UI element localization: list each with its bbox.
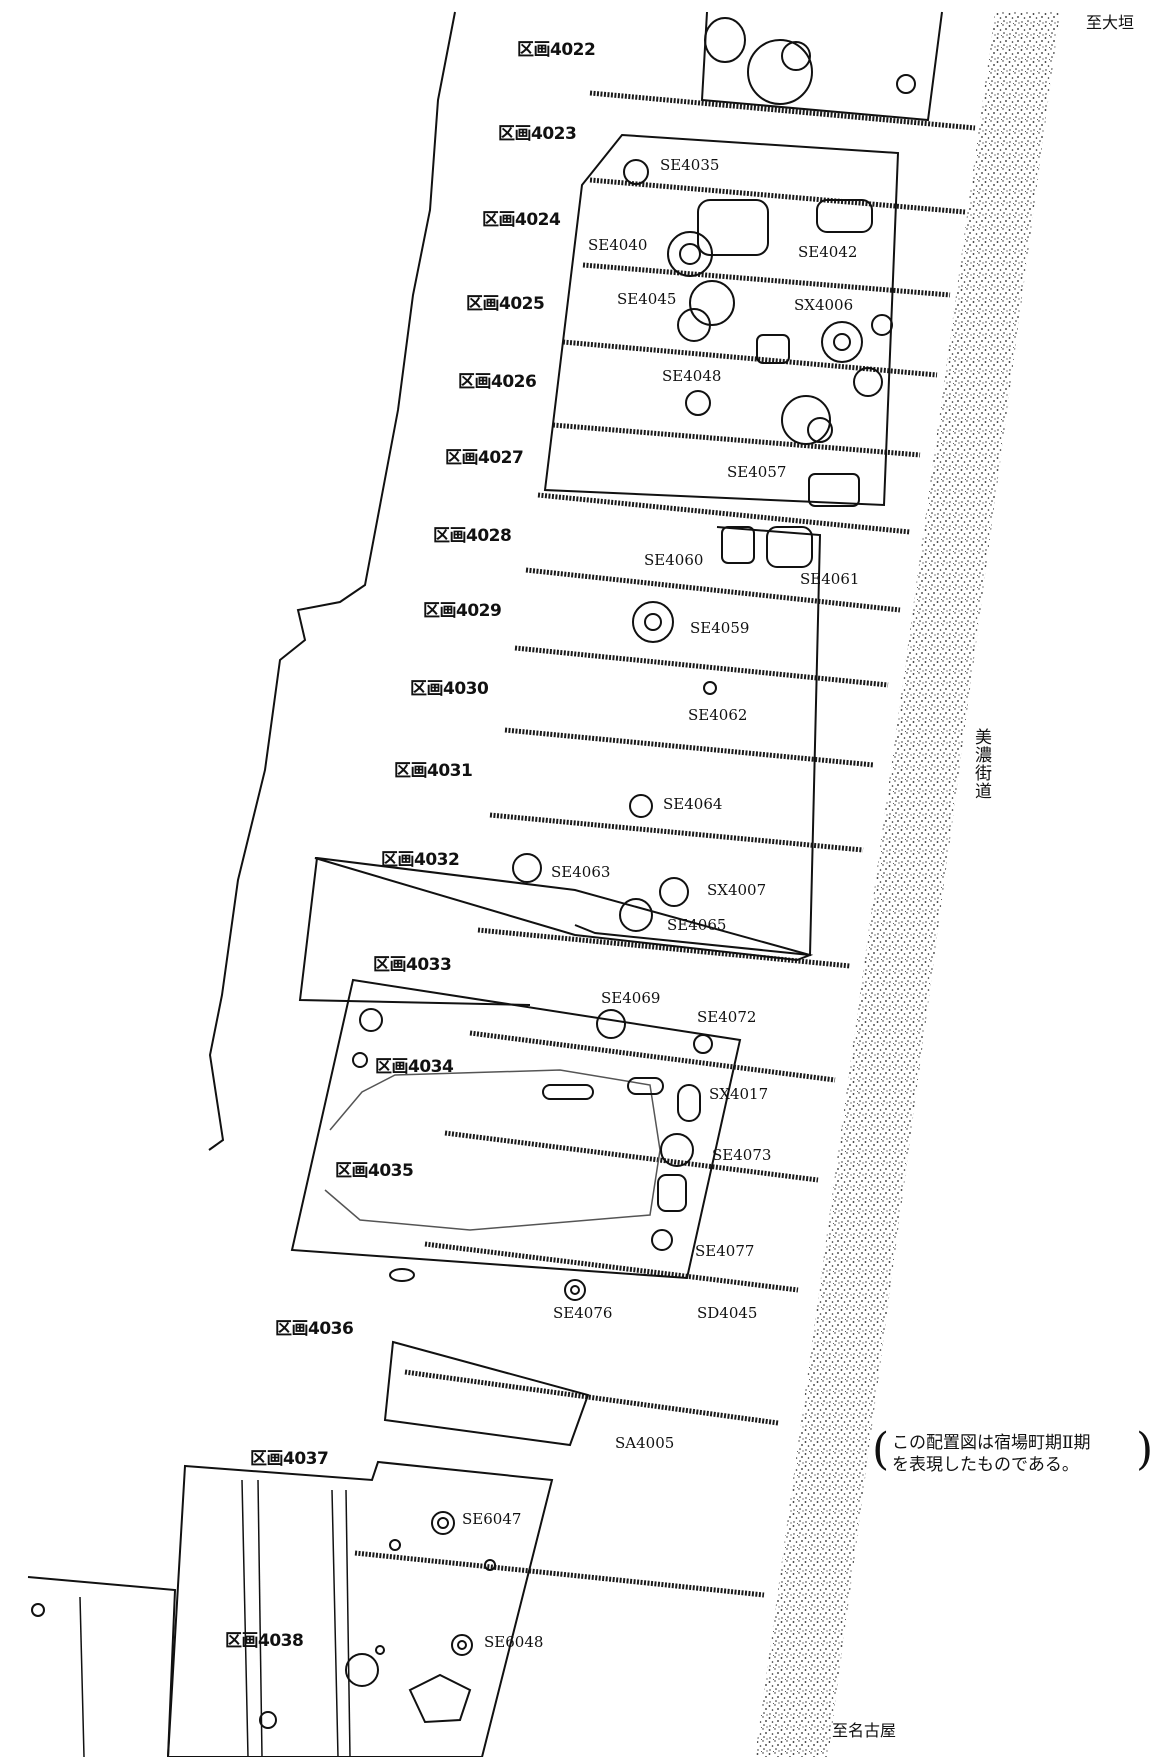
drainage-channel [324,1069,661,1231]
excavation-area-4033-4035 [290,978,742,1280]
section-label: 区画4025 [466,294,545,314]
excavation-area-4028-4031 [574,526,822,957]
feature-label: SE4040 [588,236,648,254]
feature-label: SE4064 [663,795,723,813]
note-line-2: を表現したものである。 [892,1455,1079,1475]
well-channel-e [79,1596,85,1757]
destination-north-label: 至大垣 [1086,13,1135,32]
feature-label: SE4077 [695,1242,755,1260]
feature-label: SE4063 [551,863,611,881]
section-label: 区画4027 [445,448,524,468]
excavation-area-west-corner [27,1576,177,1757]
excavation-area-4022 [700,11,943,122]
section-label: 区画4026 [458,372,537,392]
feature-label: SE4073 [712,1146,772,1164]
feature-label: SD4045 [697,1304,758,1322]
feature-label: SX4017 [709,1085,769,1103]
section-label: 区画4024 [482,210,561,230]
feature-label: SE4042 [798,243,858,261]
mino-kaido-road [755,12,1060,1757]
section-label: 区画4032 [381,850,460,870]
feature-label: SE4059 [690,619,750,637]
feature-label: SX4007 [707,881,767,899]
section-label: 区画4029 [423,601,502,621]
feature-label: SE6048 [484,1633,544,1651]
feature-label: SE4065 [667,916,727,934]
feature-label: SE4061 [800,570,860,588]
road-label: 美濃街道 [971,728,991,800]
feature-label: SE4057 [727,463,787,481]
destination-south-label: 至名古屋 [832,1721,897,1740]
section-label: 区画4022 [517,40,596,60]
well-channel-a [241,1479,249,1757]
feature-label: SE4076 [553,1304,613,1322]
section-label: 区画4034 [375,1057,454,1077]
lot-boundary-lines [354,90,976,1598]
note-open-paren: ( [872,1424,890,1475]
excavation-area-4032-west [298,857,531,1006]
excavation-area-4023-4027 [543,133,900,507]
excavation-area-4036 [383,1340,590,1447]
section-label: 区画4038 [225,1631,304,1651]
section-label: 区画4031 [394,761,473,781]
section-label: 区画4028 [433,526,512,546]
pit-features [31,17,916,1729]
feature-label: SE6047 [462,1510,522,1528]
feature-label: SE4045 [617,290,677,308]
excavation-area-4037-4038 [166,1460,554,1757]
feature-label: SE4072 [697,1008,757,1026]
feature-label: SE4069 [601,989,661,1007]
section-label: 区画4030 [410,679,489,699]
note-line-1: この配置図は宿場町期Ⅱ期 [892,1433,1091,1453]
well-channel-d [345,1489,351,1757]
section-label: 区画4035 [335,1161,414,1181]
feature-label: SE4060 [644,551,704,569]
section-label: 区画4023 [498,124,577,144]
section-label: 区画4037 [250,1449,329,1469]
feature-label: SX4006 [794,296,854,314]
feature-label: SE4048 [662,367,722,385]
west-site-boundary [208,11,456,1151]
section-label: 区画4033 [373,955,452,975]
feature-label: SE4035 [660,156,720,174]
excavation-areas [27,11,943,1757]
well-channel-c [331,1489,339,1757]
well-channel-b [257,1479,263,1757]
feature-label: SE4062 [688,706,748,724]
feature-label: SA4005 [615,1434,675,1452]
note-close-paren: ) [1136,1424,1154,1475]
excavation-area-4032 [314,857,814,962]
section-label: 区画4036 [275,1319,354,1339]
